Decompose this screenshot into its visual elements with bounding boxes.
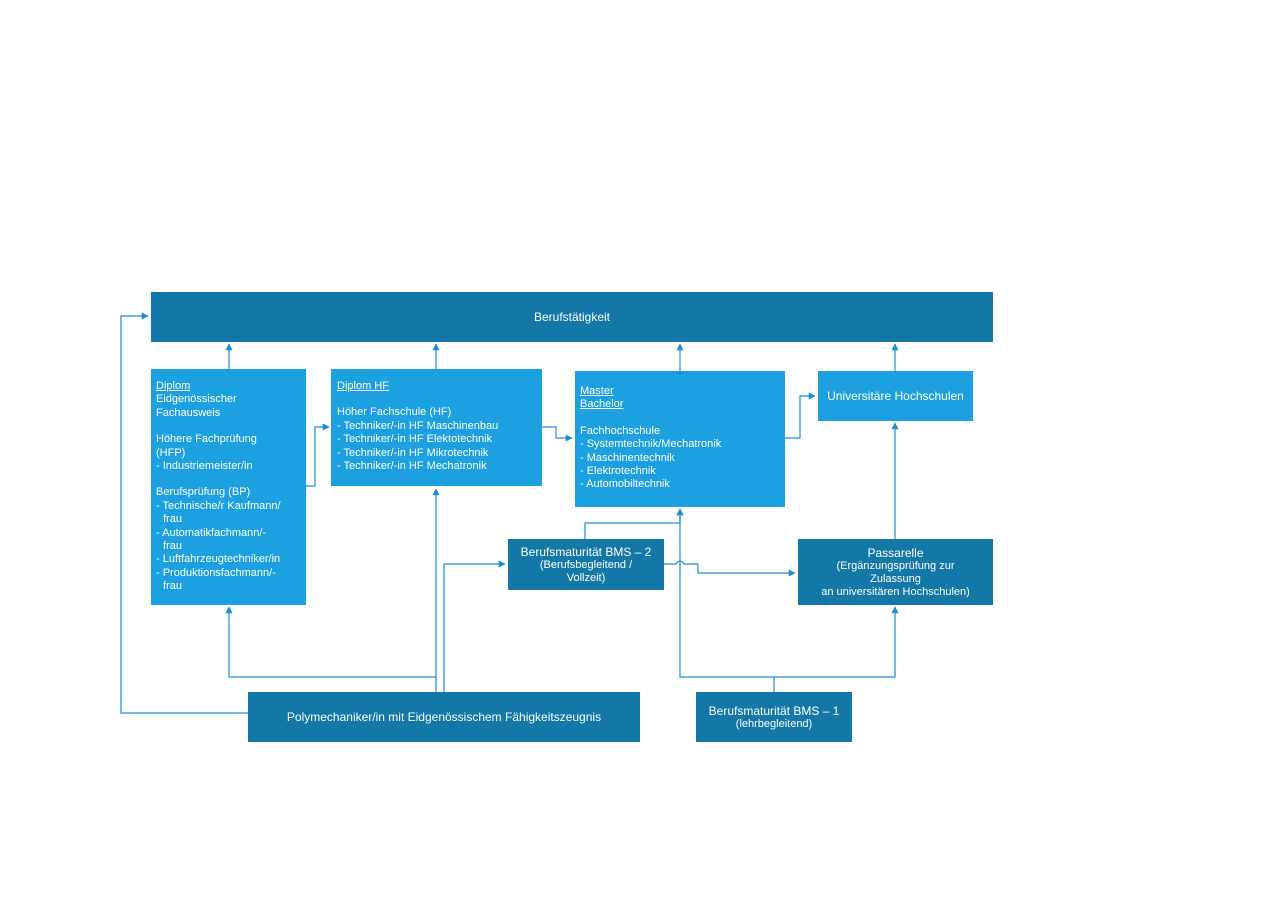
- poly-box: Polymechaniker/in mit Eidgenössischem Fä…: [248, 692, 640, 742]
- fh-item: - Maschinentechnik: [580, 451, 675, 464]
- hf-item: - Techniker/-in HF Maschinenbau: [337, 419, 499, 432]
- bms1-title: Berufsmaturität BMS – 1: [708, 703, 840, 718]
- hf-box: Diplom HF Höher Fachschule (HF) - Techni…: [331, 369, 542, 486]
- arrow-bms1-to-fh: [676, 508, 774, 678]
- fh-item: - Elektrotechnik: [580, 465, 656, 478]
- diplom-subtitle-2: Fachausweis: [156, 406, 221, 419]
- uni-box: Universitäre Hochschulen: [818, 371, 973, 421]
- uni-label: Universitäre Hochschulen: [827, 389, 964, 403]
- diplom-subtitle-1: Eidgenössischer: [156, 393, 237, 406]
- hf-title: Höher Fachschule (HF): [337, 406, 452, 419]
- arrow-bms2-to-fh: [584, 508, 684, 540]
- bp-item: - Automatikfachmann/-: [156, 526, 267, 539]
- arrow-bms1-to-passarelle: [774, 606, 899, 678]
- bms2-box: Berufsmaturität BMS – 2 (Berufsbegleiten…: [508, 539, 664, 590]
- arrow-poly-to-beruf: [120, 312, 248, 714]
- bp-item-cont: frau: [163, 540, 182, 553]
- arrow-poly-to-bms2: [443, 560, 506, 692]
- bp-item: - Produktionsfachmann/-: [156, 566, 276, 579]
- berufstaetigkeit-label: Berufstätigkeit: [533, 310, 611, 324]
- passarelle-title: Passarelle: [867, 545, 924, 560]
- hf-item: - Techniker/-in HF Elektotechnik: [337, 433, 493, 446]
- fh-item: - Automobiltechnik: [580, 478, 670, 491]
- bp-title: Berufsprüfung (BP): [156, 486, 251, 499]
- fh-heading-master: Master: [580, 385, 614, 397]
- passarelle-line-2: Zulassung: [870, 572, 921, 585]
- bms2-line-2: Vollzeit): [566, 571, 606, 584]
- fh-title: Fachhochschule: [580, 424, 661, 437]
- passarelle-line-1: (Ergänzungsprüfung zur: [836, 559, 955, 572]
- diplom-box: Diplom Eidgenössischer Fachausweis Höher…: [151, 369, 306, 605]
- hfp-title-2: (HFP): [156, 446, 186, 459]
- berufstaetigkeit-box: Berufstätigkeit: [151, 292, 993, 342]
- poly-label: Polymechaniker/in mit Eidgenössischem Fä…: [286, 710, 602, 724]
- hfp-item: - Industriemeister/in: [156, 460, 253, 473]
- arrow-fh-to-uni: [785, 392, 816, 439]
- arrow-hf-to-fh: [542, 426, 573, 442]
- bms1-line-1: (lehrbegleitend): [735, 717, 813, 730]
- fh-heading-bachelor: Bachelor: [580, 398, 624, 411]
- arrow-bms2-to-passarelle: [664, 560, 796, 577]
- hf-item: - Techniker/-in HF Mikrotechnik: [337, 446, 489, 459]
- hf-heading: Diplom HF: [337, 380, 389, 392]
- fh-item: - Systemtechnik/Mechatronik: [580, 438, 722, 451]
- fh-box: Master Bachelor Fachhochschule - Systemt…: [575, 371, 785, 507]
- passarelle-line-3: an universitären Hochschulen): [821, 585, 970, 598]
- hfp-title-1: Höhere Fachprüfung: [156, 433, 257, 446]
- bms2-title: Berufsmaturität BMS – 2: [520, 544, 652, 559]
- diplom-heading: Diplom: [156, 380, 191, 392]
- bp-item: - Technische/r Kaufmann/: [156, 499, 281, 512]
- bp-item: - Luftfahrzeugtechniker/in: [156, 553, 281, 566]
- arrow-poly-to-diplom: [225, 606, 436, 678]
- bp-item-cont: frau: [163, 513, 182, 526]
- arrow-diplom-to-hf: [306, 423, 330, 487]
- bms1-box: Berufsmaturität BMS – 1 (lehrbegleitend): [696, 692, 852, 742]
- passarelle-box: Passarelle (Ergänzungsprüfung zur Zulass…: [798, 539, 993, 605]
- bms2-line-1: (Berufsbegleitend /: [539, 558, 633, 571]
- bp-item-cont: frau: [163, 580, 182, 593]
- hf-item: - Techniker/-in HF Mechatronik: [337, 460, 487, 473]
